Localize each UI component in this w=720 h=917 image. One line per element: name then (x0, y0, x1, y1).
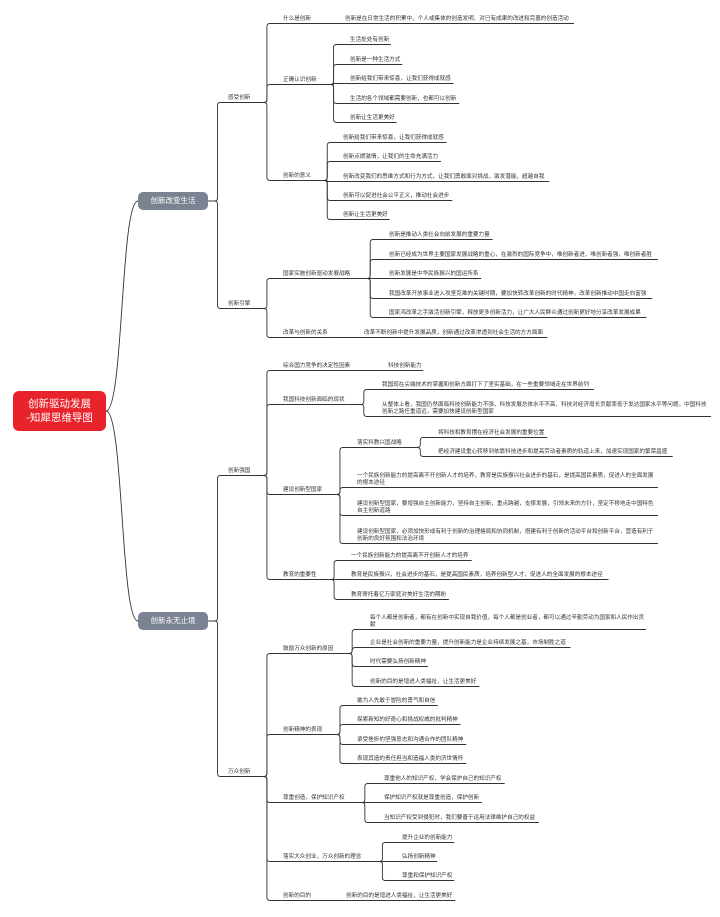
node-1-0-1[interactable]: 创新已经成为世界主要国家发展战略的重心，在激烈的国际竞争中，唯创新者进，唯创新者… (389, 251, 652, 258)
node-3-2-1[interactable]: 保护知识产权就是尊重创造，保护创新 (384, 794, 480, 801)
topic-0[interactable]: 感受创新 (228, 94, 251, 101)
node-3-0[interactable]: 鼓励万众创新的原因 (283, 645, 334, 652)
link-0-2-4 (312, 180, 342, 220)
branch-innovation-changes-life[interactable]: 创新改变生活 (138, 192, 208, 210)
node-2-1-1[interactable]: 从整体上看，我国仍然面临科技创新能力不强，科技发展总体水平不高，科技对经济增长贡… (382, 401, 707, 415)
node-0-1[interactable]: 正确认识创新 (283, 76, 317, 83)
link-1-1 (251, 308, 282, 338)
node-0-2-1[interactable]: 创新点燃激情，让我们的生命充满活力 (343, 153, 439, 160)
node-1-0-4[interactable]: 国家鸿改革之手激活创新引擎，释放更多创新活力，让广大人民群众通过创新更好地分享改… (389, 309, 641, 316)
node-3-1[interactable]: 创新精神的表现 (283, 726, 323, 733)
root-subtitle: -知犀思维导图 (26, 412, 93, 424)
node-0-1-3[interactable]: 生活的各个领域都需要创新，也都可以创新 (350, 95, 457, 102)
node-3-3-2[interactable]: 尊重和保护知识产权 (402, 872, 453, 879)
node-2-0[interactable]: 综合国力竞争的决定性因素 (283, 362, 351, 369)
link-3-4 (251, 776, 282, 901)
node-0-2-2[interactable]: 创新改变我们的思维方式和行为方式，让我们勇敢面对挑战，激发潜能，超越自我 (343, 173, 545, 180)
link-2-2-0-1 (403, 447, 437, 457)
node-2-1[interactable]: 我国科技创新面临的现状 (283, 396, 345, 403)
node-0-2[interactable]: 创新的意义 (283, 172, 311, 179)
node-0-0-0[interactable]: 创新是在日常生活的积累中，个人或集体的创造发明、对已有成果的改进和完善的创造活动 (345, 15, 569, 22)
node-1-0-0[interactable]: 创新是推动人类社会向前发展的重要力量 (389, 231, 490, 238)
node-2-3-1[interactable]: 教育是民族振兴，社会进步的基石，是提高国民素质，培养创新型人才，促进人的全面发展… (351, 571, 603, 578)
node-3-0-3[interactable]: 创新的目的是增进人类福祉，让生活更美好 (370, 678, 477, 685)
node-2-2-0[interactable]: 落实科教兴国战略 (357, 439, 402, 446)
node-3-3-0[interactable]: 提升企业的创新能力 (402, 834, 453, 841)
node-2-2-0-0[interactable]: 将科技和教育摆在经济社会发展的重要位置 (438, 429, 545, 436)
node-3-2-0[interactable]: 尊重他人的知识产权，学会保护自己的知识产权 (384, 775, 502, 782)
node-3-3-1[interactable]: 弘扬创新精神 (402, 853, 436, 860)
node-3-0-1[interactable]: 企业是社会创新的重要力量，提升创新能力是企业持续发展之基，市场制胜之道 (370, 639, 566, 646)
link-3 (208, 620, 227, 777)
node-3-1-0[interactable]: 敢为人先敢于冒险的勇气和自信 (357, 697, 436, 704)
link-3-1-3 (323, 734, 356, 764)
node-0-1-1[interactable]: 创新是一种生活方式 (350, 56, 401, 63)
root-title: 创新驱动发展 (28, 398, 91, 410)
node-3-4[interactable]: 创新的目的 (283, 892, 311, 899)
link-3-3-2 (363, 861, 401, 881)
link-1 (208, 200, 227, 309)
node-2-2-0-1[interactable]: 把经济建设重心转移到依靠科技进步和提高劳动者素质的轨道上来，加速实现国家的繁荣昌… (438, 448, 668, 455)
link-2-1-1 (346, 404, 381, 417)
topic-1[interactable]: 创新引擎 (228, 300, 251, 307)
link-0-1-2 (318, 83, 349, 85)
topic-2[interactable]: 创新强国 (228, 467, 251, 474)
root-link-1 (105, 410, 139, 622)
node-1-0-2[interactable]: 创新发展是中华民族振兴的国运所系 (389, 270, 479, 277)
link-3-2-2 (346, 802, 383, 823)
node-0-2-3[interactable]: 创新可以促进社会公平正义，推动社会进步 (343, 192, 450, 199)
node-1-0[interactable]: 国家实施创新驱动发展战略 (283, 270, 351, 277)
node-0-1-2[interactable]: 创新给我们带来惊喜，让我们获得成就感 (350, 75, 451, 82)
link-2-3 (251, 475, 282, 580)
node-3-1-2[interactable]: 承受挫折的坚强意志和沟通合作的团队精神 (357, 736, 464, 743)
node-3-0-0[interactable]: 每个人都是创新者，都有在创新中实现自我价值，每个人都是创业者，都可以通过辛勤劳动… (370, 614, 645, 628)
node-2-1-0[interactable]: 我国现在尖端技术的掌握和创新方面打下了坚实基础，在一些重要领域走在世界前列 (382, 381, 589, 388)
node-0-1-4[interactable]: 创新让生活更美好 (350, 114, 395, 121)
node-2-3-2[interactable]: 教育寄托着亿万家庭对美好生活的期盼 (351, 591, 447, 598)
node-0-2-4[interactable]: 创新让生活更美好 (343, 211, 388, 218)
node-2-3[interactable]: 教育的重要性 (283, 571, 317, 578)
link-0-1-4 (318, 84, 349, 123)
node-3-2-2[interactable]: 当知识产权受到侵犯时，我们要善于运用法律维护自己的权益 (384, 814, 536, 821)
link-0-2-2 (312, 180, 342, 182)
root-link-0 (105, 200, 139, 412)
node-2-2-2[interactable]: 建设创新型国家，要增强自主创新能力，坚持自主创新，重点跨越，支撑发展，引领未来的… (357, 500, 654, 514)
branch-innovation-never-ends[interactable]: 创新永无止境 (138, 612, 208, 630)
node-3-0-2[interactable]: 时代需要弘扬创新精神 (370, 658, 426, 665)
node-0-1-0[interactable]: 生活处处有创新 (350, 36, 390, 43)
node-3-3[interactable]: 落实大众创业，万众创新的理念 (283, 853, 362, 860)
node-0-0[interactable]: 什么是创新 (283, 15, 311, 22)
node-3-4-0[interactable]: 创新的目的是增进人类福祉，让生活更美好 (346, 892, 453, 899)
root-topic[interactable]: 创新驱动发展 -知犀思维导图 (13, 391, 106, 431)
node-1-1-0[interactable]: 改革不断创新中提升发展品质，创新通过改革渗透到社会生活的方方面面 (364, 329, 544, 336)
link-2-2-3 (323, 494, 356, 544)
node-2-3-0[interactable]: 一个民族创新能力的提高离不开创新人才的培养 (351, 552, 469, 559)
node-0-2-0[interactable]: 创新给我们带来惊喜，让我们获得成就感 (343, 134, 444, 141)
node-2-2-1[interactable]: 一个民族创新能力的提高离不开创新人才的培养，教育是民族振兴社会进步的基石，是提高… (357, 472, 654, 486)
topic-3[interactable]: 万众创新 (228, 768, 251, 775)
link-2-3-2 (318, 579, 350, 600)
link-0-2 (251, 102, 282, 181)
link-1-0-4 (352, 278, 388, 318)
node-2-2[interactable]: 建设创新型国家 (283, 486, 323, 493)
node-3-1-1[interactable]: 探索新知的好奇心和挑战权威的批判精神 (357, 716, 458, 723)
node-3-1-3[interactable]: 表现其造的责任担当和造福人类的济世情怀 (357, 755, 464, 762)
node-2-2-3[interactable]: 建设创新型国家，必须加快形成有利于创新的治理格局和协同机制，搭建有利于创新的活动… (357, 528, 654, 542)
node-1-0-3[interactable]: 我国改革开放事业进入攻坚克难的关键时期，要加快转改革创新的时代精神，改革创新推动… (389, 290, 647, 297)
node-1-1[interactable]: 改革与创新的关系 (283, 329, 328, 336)
link-3-0-3 (335, 653, 369, 687)
node-2-0-0[interactable]: 科技创新能力 (388, 362, 422, 369)
node-3-2[interactable]: 尊重创造，保护知识产权 (283, 794, 345, 801)
